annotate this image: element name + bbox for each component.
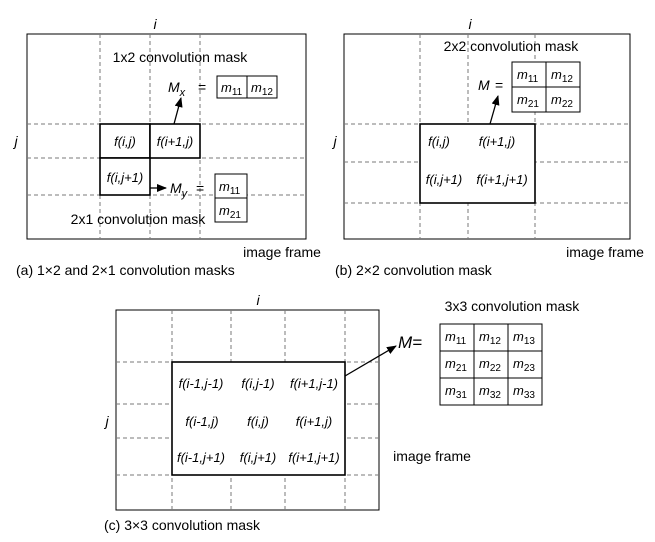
panel-b-m-cell: m11: [517, 67, 539, 85]
panel-b-cell: f(i+1,j+1): [476, 172, 527, 187]
panel-c-cell: f(i+1,j+1): [288, 450, 339, 465]
panel-a-caption: (a) 1×2 and 2×1 convolution masks: [16, 262, 235, 278]
panel-b-image-frame: [343, 33, 631, 240]
panel-a-title-1x2: 1x2 convolution mask: [113, 49, 249, 65]
panel-c-image-frame-label: image frame: [393, 448, 471, 464]
panel-a-my-label: My: [170, 180, 189, 200]
panel-b-caption: (b) 2×2 convolution mask: [335, 262, 493, 278]
panel-c-m-label: M=: [398, 333, 422, 352]
panel-c-axis-j: j: [103, 413, 109, 429]
panel-c-m-cell: m13: [513, 329, 535, 347]
panel-b-title: 2x2 convolution mask: [444, 38, 580, 54]
panel-c-window-box: [171, 361, 346, 476]
panel-a-cell-f-ij: f(i,j): [114, 134, 136, 149]
panel-a-my-cell: m21: [219, 203, 241, 221]
panel-b-m-arrow: [489, 95, 500, 125]
panel-b-m-equals: =: [495, 77, 503, 93]
panel-a-axis-j: j: [12, 133, 18, 149]
panel-a-my-equals: =: [196, 180, 204, 196]
panel-a-image-frame-label: image frame: [243, 244, 321, 260]
panel-a-mx-cell: m11: [221, 80, 243, 98]
panel-c-m-matrix: m11 m12 m13 m21 m22 m23 m31 m32 m33: [439, 323, 543, 406]
panel-c-caption: (c) 3×3 convolution mask: [104, 517, 261, 533]
panel-b-image-frame-label: image frame: [566, 244, 644, 260]
panel-b-cell: f(i+1,j): [479, 134, 515, 149]
panel-a-mx-equals: =: [198, 79, 206, 95]
panel-a-axis-i: i: [153, 16, 157, 32]
panel-c-cell: f(i,j): [247, 414, 269, 429]
panel-a-cell-f-i1j: f(i+1,j): [157, 134, 193, 149]
panel-c-m-cell: m21: [445, 356, 467, 374]
panel-a-mx-cell: m12: [251, 80, 273, 98]
panel-c-m-cell: m12: [479, 329, 501, 347]
panel-c-m-arrow: [344, 345, 397, 377]
panel-c-cell: f(i+1,j): [296, 414, 332, 429]
panel-c-cell: f(i-1,j+1): [177, 450, 225, 465]
panel-b-m-matrix: m11 m12 m21 m22: [511, 61, 581, 113]
panel-a-mx-arrow: [173, 97, 183, 125]
panel-c-axis-i: i: [256, 292, 260, 308]
panel-b-axis-j: j: [331, 133, 337, 149]
panel-c-title: 3x3 convolution mask: [445, 298, 581, 314]
panel-c-m-cell: m31: [445, 383, 467, 401]
panel-b-m-label: M: [478, 77, 490, 93]
panel-a-mx-matrix: m11 m12: [216, 75, 278, 99]
panel-c-cell: f(i,j-1): [241, 376, 274, 391]
panel-a-mx-label: Mx: [168, 79, 186, 99]
panel-a-cell-f-ij1: f(i,j+1): [107, 170, 143, 185]
panel-c-m-cell: m22: [479, 356, 501, 374]
panel-b-m-cell: m12: [551, 67, 573, 85]
panel-b-cell: f(i,j+1): [426, 172, 462, 187]
panel-b-cell: f(i,j): [428, 134, 450, 149]
panel-c-m-cell: m23: [513, 356, 535, 374]
panel-b-axis-i: i: [468, 16, 472, 32]
panel-b: i j 2x2 convolution mask M = m11 m12 m21…: [331, 16, 644, 278]
panel-c-m-cell: m32: [479, 383, 501, 401]
panel-c-cell: f(i,j+1): [240, 450, 276, 465]
panel-a-my-cell: m11: [219, 179, 241, 197]
panel-a-cell-box: [149, 123, 201, 159]
panel-c-cell: f(i+1,j-1): [290, 376, 338, 391]
panel-a-my-matrix: m11 m21: [214, 173, 248, 223]
panel-a-title-2x1: 2x1 convolution mask: [71, 211, 207, 227]
panel-a: i j 1x2 convolution mask Mx = m11 m12 f(…: [12, 16, 321, 278]
panel-b-m-cell: m21: [517, 92, 539, 110]
panel-c-cell: f(i-1,j): [185, 414, 218, 429]
panel-b-m-cell: m22: [551, 92, 573, 110]
panel-c-m-cell: m33: [513, 383, 535, 401]
panel-c-m-cell: m11: [445, 329, 467, 347]
panel-c: i j f(i-1,j-1) f(i,j-1) f(i+1,j-1) f(i-1…: [103, 292, 580, 533]
panel-a-cell-box: [99, 157, 151, 196]
panel-b-window-box: [419, 123, 536, 204]
panel-c-cell: f(i-1,j-1): [179, 376, 224, 391]
